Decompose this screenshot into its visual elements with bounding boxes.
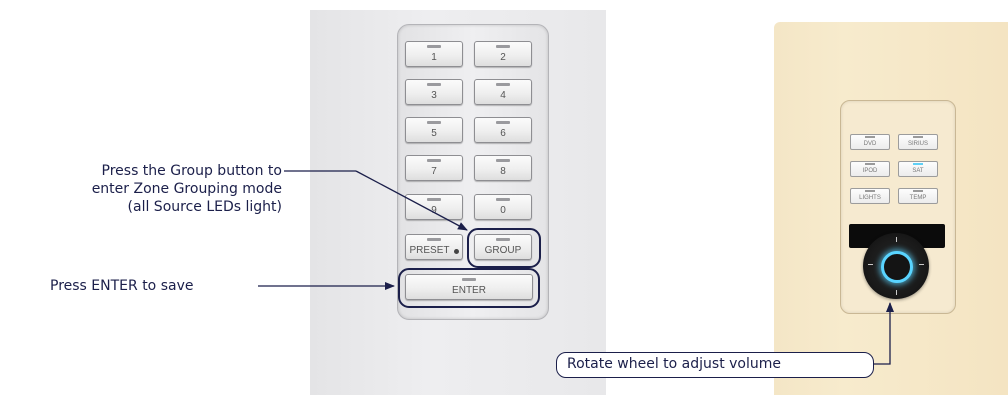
preset-button[interactable]: PRESET [405,234,463,260]
key-led [865,190,875,192]
key-led [913,190,923,192]
volume-callout: Rotate wheel to adjust volume [556,352,874,378]
key-led [462,278,476,281]
wheel-tick [896,290,897,295]
key-label: 6 [500,128,506,139]
source-key-sirius[interactable]: SIRIUS [898,134,938,150]
source-key-label: DVD [863,141,877,147]
group-leader-arrow [355,170,468,231]
key-8[interactable]: 8 [474,155,532,181]
key-label: 7 [431,166,437,177]
key-led [427,159,441,162]
source-key-dvd[interactable]: DVD [850,134,890,150]
key-label: 4 [500,90,506,101]
key-led [427,198,441,201]
source-key-temp[interactable]: TEMP [898,188,938,204]
key-9[interactable]: 9 [405,194,463,220]
source-key-label: LIGHTS [859,195,881,201]
enter-callout: Press ENTER to save [50,278,194,294]
key-led [427,45,441,48]
key-label: 0 [500,205,506,216]
group-label: GROUP [484,245,522,256]
source-key-label: SIRIUS [907,141,928,147]
wheel-tick [896,237,897,242]
group-callout-line: Press the Group button to [101,163,282,179]
key-led [427,121,441,124]
group-callout: Press the Group button to enter Zone Gro… [92,162,282,216]
source-key-label: TEMP [909,195,927,201]
key-label: 9 [431,205,437,216]
source-key-label: SAT [912,168,924,174]
key-label: 3 [431,90,437,101]
group-callout-line: (all Source LEDs light) [127,199,282,215]
key-5[interactable]: 5 [405,117,463,143]
key-label: 8 [500,166,506,177]
group-callout-line: enter Zone Grouping mode [91,181,282,197]
key-label: 5 [431,128,437,139]
key-led [496,45,510,48]
key-7[interactable]: 7 [405,155,463,181]
key-led [496,238,510,241]
group-button[interactable]: GROUP [474,234,532,260]
key-led-lit [913,163,923,165]
key-0[interactable]: 0 [474,194,532,220]
wheel-tick [919,264,924,265]
key-led [496,121,510,124]
preset-label: PRESET [409,245,450,256]
source-key-lights[interactable]: LIGHTS [850,188,890,204]
volume-wheel-center-ring[interactable] [881,251,913,283]
key-3[interactable]: 3 [405,79,463,105]
source-key-ipod[interactable]: IPOD [850,161,890,177]
source-key-label: IPOD [862,168,878,174]
source-key-sat[interactable]: SAT [898,161,938,177]
enter-button[interactable]: ENTER [405,274,533,300]
key-led [865,163,875,165]
key-1[interactable]: 1 [405,41,463,67]
wheel-tick [868,264,873,265]
key-2[interactable]: 2 [474,41,532,67]
key-6[interactable]: 6 [474,117,532,143]
key-led [427,83,441,86]
key-led [496,83,510,86]
key-led [427,238,441,241]
key-led [496,159,510,162]
key-4[interactable]: 4 [474,79,532,105]
volume-leader-arrow [874,302,894,365]
key-led [913,136,923,138]
enter-label: ENTER [452,285,486,296]
key-label: 2 [500,52,506,63]
key-led [865,136,875,138]
preset-dot-icon [453,249,459,254]
key-label: 1 [431,52,437,63]
key-led [496,198,510,201]
